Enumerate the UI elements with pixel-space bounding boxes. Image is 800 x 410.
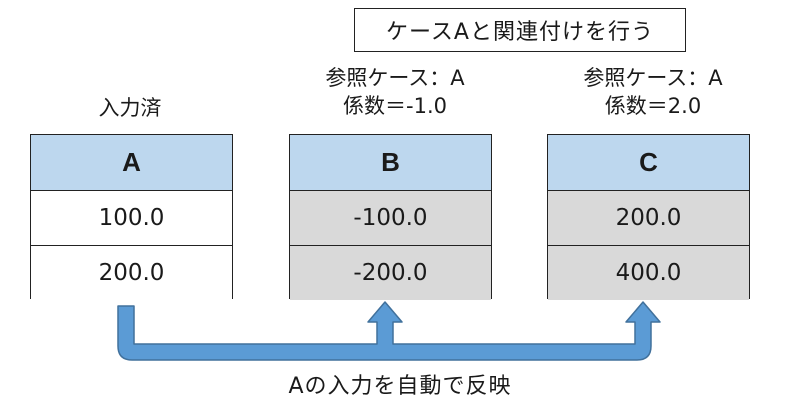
flow-arrow-shape [117, 301, 661, 361]
case-a-value-2: 200.0 [31, 245, 232, 300]
case-c-coefficient: 係数＝2.0 [604, 94, 702, 118]
case-c-header: C [548, 135, 749, 191]
case-b-reference-case: 参照ケース：A [325, 66, 465, 90]
case-c-value-2: 400.0 [548, 245, 749, 300]
case-c-table: C 200.0 400.0 [547, 134, 750, 300]
case-b-header: B [290, 135, 491, 191]
case-b-reference-label: 参照ケース：A 係数＝-1.0 [295, 64, 495, 120]
flow-caption: Aの入力を自動で反映 [288, 374, 512, 399]
case-c-reference-case: 参照ケース：A [583, 66, 723, 90]
case-a-value-1: 100.0 [31, 191, 232, 245]
diagram-title: ケースAと関連付けを行う [354, 8, 686, 52]
case-c-reference-label: 参照ケース：A 係数＝2.0 [553, 64, 753, 120]
case-c-value-1: 200.0 [548, 191, 749, 245]
case-b-value-1: -100.0 [290, 191, 491, 245]
case-a-table: A 100.0 200.0 [30, 134, 233, 300]
case-b-table: B -100.0 -200.0 [289, 134, 492, 300]
case-b-value-2: -200.0 [290, 245, 491, 300]
case-a-status-label: 入力済 [98, 96, 162, 120]
case-a-header: A [31, 135, 232, 191]
case-b-coefficient: 係数＝-1.0 [343, 94, 447, 118]
